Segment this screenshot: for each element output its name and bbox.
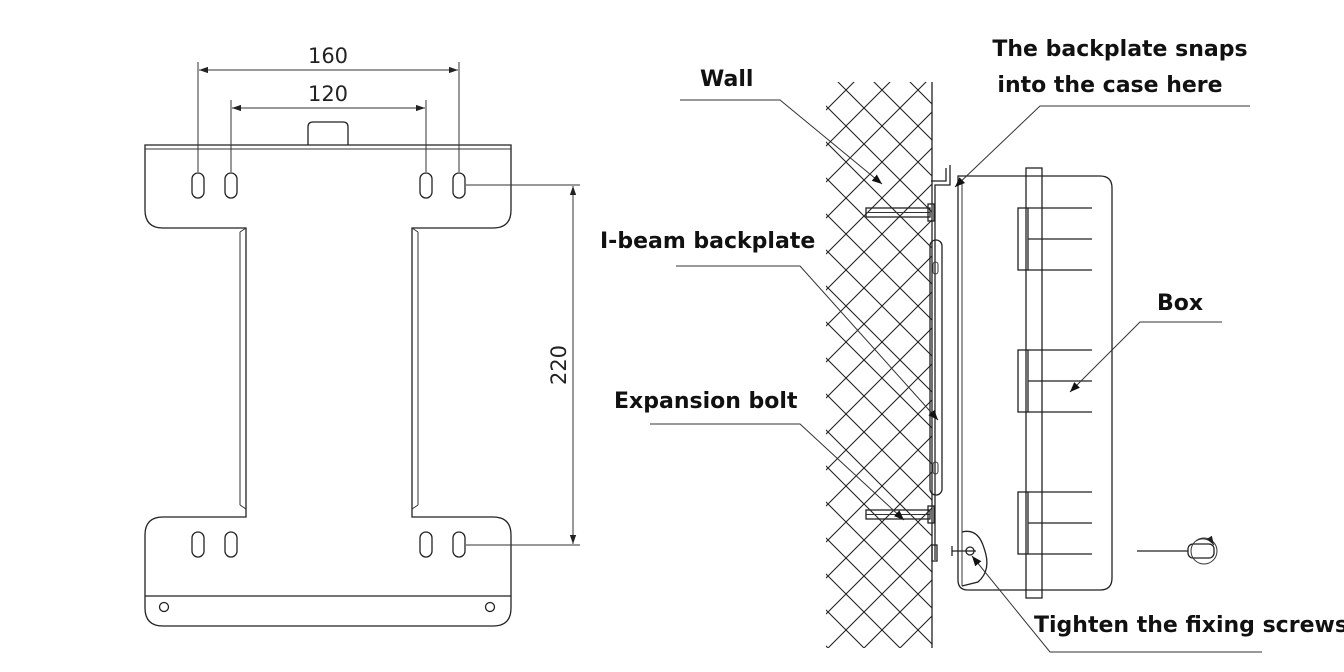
backplate-outline — [144, 144, 512, 627]
slot — [224, 172, 238, 199]
dimension-160: 160 — [197, 44, 460, 172]
dimension-label-160: 160 — [308, 44, 348, 68]
hinge-group-top — [1017, 207, 1092, 271]
mount-hole — [484, 601, 496, 613]
callout-backplate: I-beam backplate — [600, 229, 939, 421]
fixing-lug — [961, 530, 988, 587]
screwdriver-icon — [1137, 535, 1218, 565]
dimension-120: 120 — [230, 82, 427, 172]
callout-expansion-bolt: Expansion bolt — [614, 389, 905, 521]
bottom-clip — [931, 544, 938, 562]
fixing-screw — [951, 546, 976, 556]
expansion-bolt-top — [865, 203, 935, 222]
callout-backplate-snap: The backplate snaps into the case here — [954, 37, 1250, 188]
wall — [826, 82, 933, 648]
callout-wall: Wall — [680, 67, 883, 185]
slot — [419, 172, 433, 199]
callout-fixing-screws: Tighten the fixing screws — [971, 555, 1344, 653]
slot — [419, 531, 433, 558]
top-tab — [307, 121, 349, 145]
callout-label-backplate: I-beam backplate — [600, 229, 815, 254]
callout-label-snap-line1: The backplate snaps — [992, 37, 1247, 62]
slot — [224, 531, 238, 558]
enclosure-box — [951, 167, 1113, 599]
callout-label-box: Box — [1157, 291, 1203, 316]
hinge-group-middle — [1017, 349, 1092, 413]
slot — [191, 531, 205, 558]
callout-label-bolt: Expansion bolt — [614, 389, 798, 414]
dimension-label-220: 220 — [547, 345, 571, 385]
dimension-220: 220 — [466, 184, 580, 546]
slot — [452, 531, 466, 558]
callout-label-wall: Wall — [700, 67, 753, 92]
backplate-side-view — [929, 165, 951, 560]
slot — [452, 172, 466, 199]
callout-label-snap-line2: into the case here — [997, 73, 1222, 98]
hinge-group-bottom — [1017, 491, 1092, 555]
backplate-front-view — [144, 121, 512, 627]
callout-label-screws: Tighten the fixing screws — [1034, 613, 1344, 638]
dimension-label-120: 120 — [308, 82, 348, 106]
mount-hole — [158, 601, 170, 613]
callout-box: Box — [1069, 291, 1222, 393]
slot — [191, 172, 205, 199]
